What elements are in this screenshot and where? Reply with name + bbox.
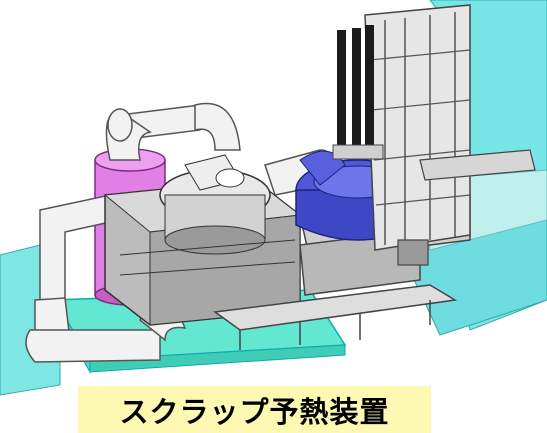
electrode-1	[337, 30, 346, 150]
electrode-3	[365, 25, 374, 153]
electrode-2	[352, 28, 361, 153]
caption-box: スクラップ予熱装置	[78, 386, 431, 433]
side-platform	[397, 149, 536, 266]
furnace-structure	[103, 154, 302, 326]
electrode-tower	[332, 4, 471, 251]
caption-text: スクラップ予熱装置	[119, 394, 390, 429]
